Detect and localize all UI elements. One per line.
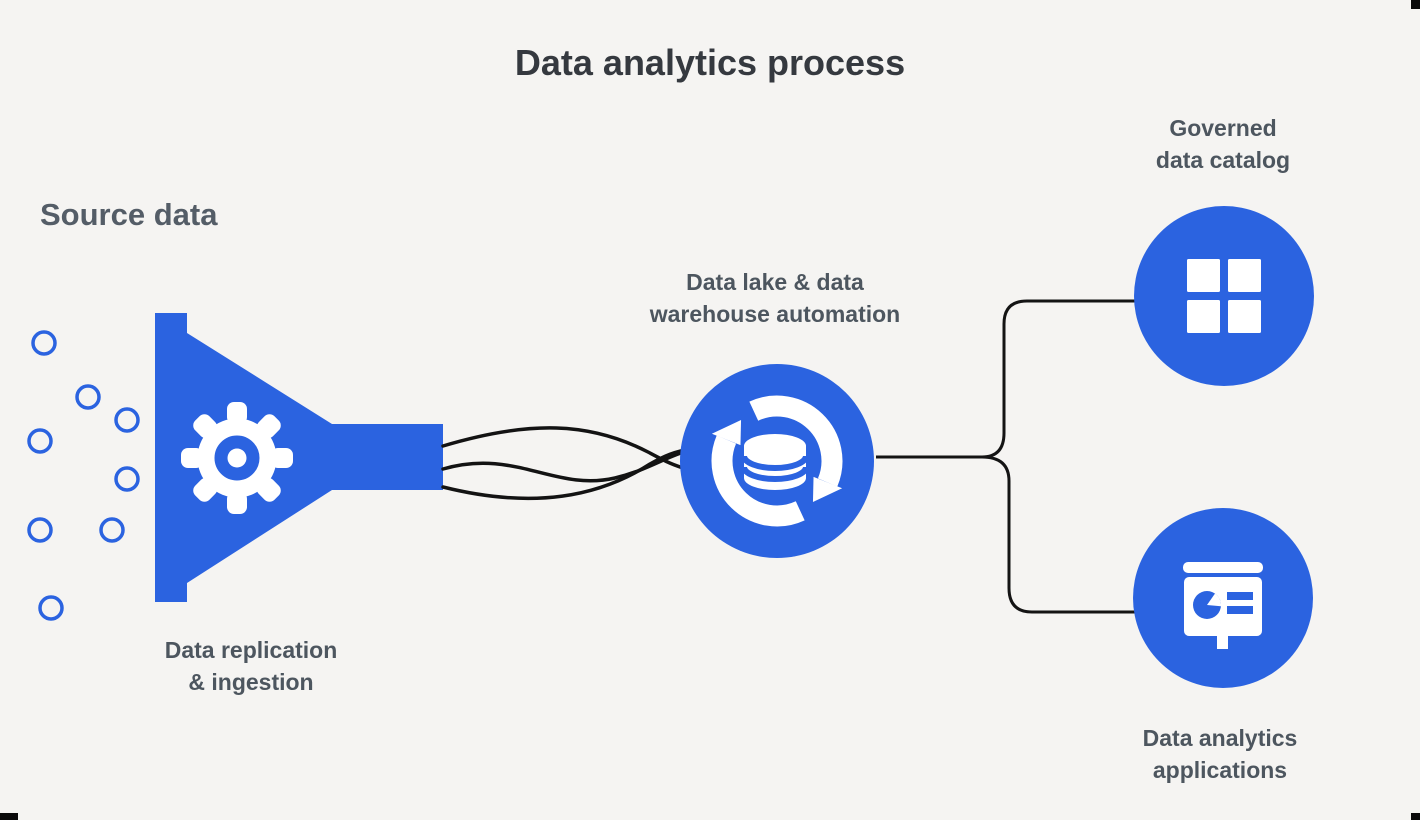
source-data-dots bbox=[27, 330, 140, 621]
label-source-data: Source data bbox=[40, 197, 218, 232]
catalog-node bbox=[1134, 206, 1314, 386]
grid-squares-icon bbox=[1187, 259, 1261, 333]
label-line: Governed bbox=[1169, 115, 1277, 141]
connector-to-analytics bbox=[876, 455, 1137, 614]
warehouse-node bbox=[680, 364, 874, 558]
database-cylinder bbox=[741, 434, 809, 490]
source-dot bbox=[31, 330, 57, 356]
analytics-node bbox=[1133, 508, 1313, 688]
funnel-shape bbox=[155, 313, 443, 602]
label-governed-data-catalog: Governed data catalog bbox=[1073, 112, 1373, 176]
label-line: Data lake & data bbox=[686, 269, 864, 295]
source-dot bbox=[27, 428, 53, 454]
source-dot bbox=[114, 407, 140, 433]
source-dot bbox=[27, 517, 53, 543]
connector-to-catalog bbox=[876, 299, 1137, 459]
label-line: Data analytics bbox=[1142, 725, 1298, 751]
source-dot bbox=[99, 517, 125, 543]
stream-line bbox=[441, 447, 692, 501]
label-line: & ingestion bbox=[188, 669, 314, 695]
corner-mark bbox=[1411, 813, 1420, 820]
label-line: warehouse automation bbox=[649, 301, 901, 327]
sync-database-icon bbox=[711, 395, 843, 527]
stream-line bbox=[441, 426, 692, 472]
label-line: Data replication bbox=[164, 637, 338, 663]
corner-mark bbox=[1411, 0, 1420, 9]
label-data-analytics-applications: Data analytics applications bbox=[1070, 722, 1370, 786]
catalog-circle bbox=[1134, 206, 1314, 386]
label-data-replication: Data replication & ingestion bbox=[101, 634, 401, 698]
stream-line bbox=[441, 448, 692, 483]
label-line: data catalog bbox=[1155, 147, 1291, 173]
bar-glyph bbox=[1227, 606, 1253, 614]
data-stream-lines bbox=[441, 426, 692, 501]
page-title: Data analytics process bbox=[514, 42, 906, 83]
label-data-lake-warehouse: Data lake & data warehouse automation bbox=[625, 266, 925, 330]
corner-mark bbox=[0, 813, 18, 820]
gear-icon bbox=[181, 402, 293, 514]
bar-glyph bbox=[1227, 592, 1253, 600]
source-dot bbox=[75, 384, 101, 410]
source-dot bbox=[114, 466, 140, 492]
presentation-chart-icon bbox=[1183, 562, 1263, 649]
label-line: applications bbox=[1152, 757, 1288, 783]
connector-lines bbox=[876, 299, 1137, 614]
source-dot bbox=[38, 595, 64, 621]
